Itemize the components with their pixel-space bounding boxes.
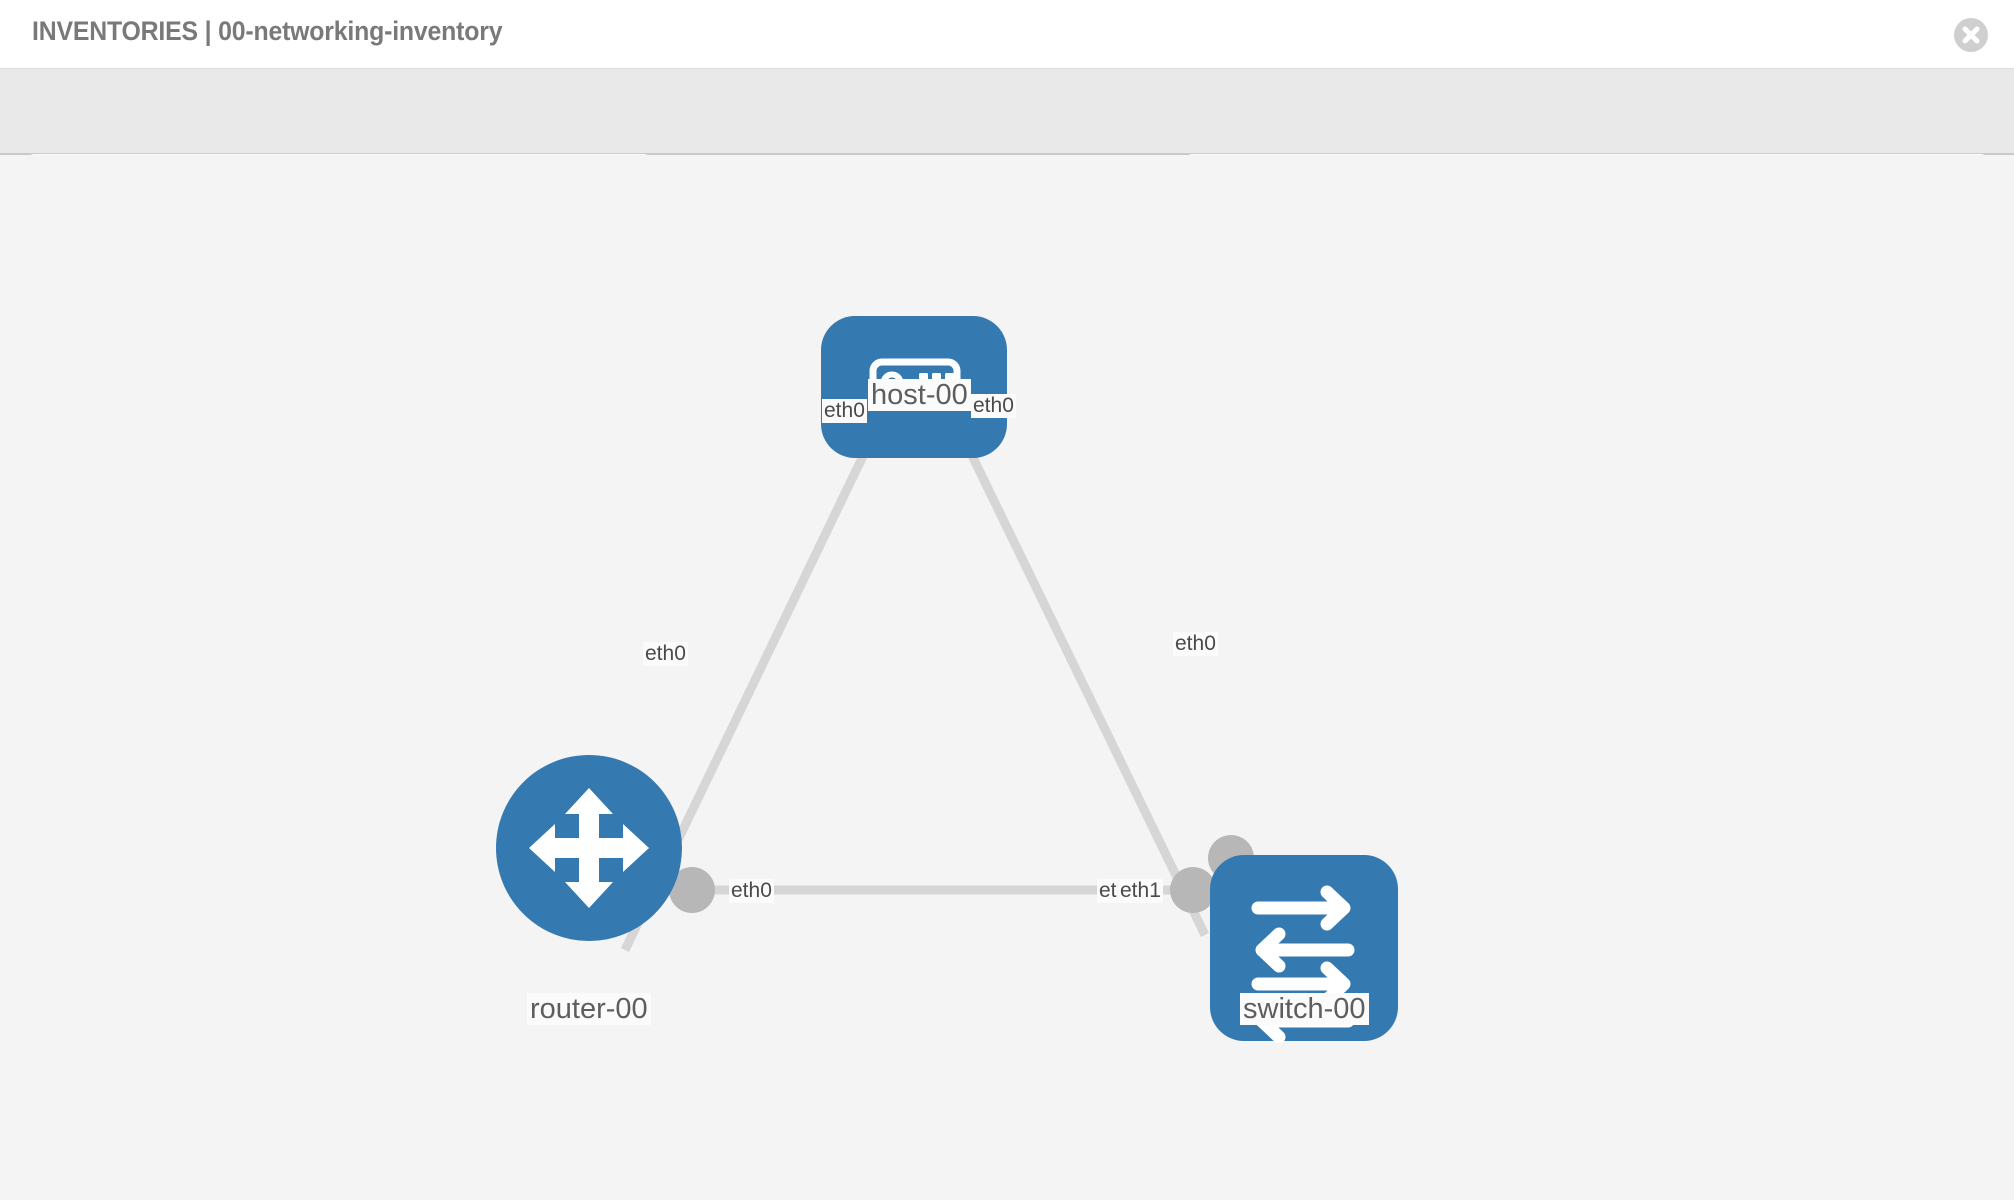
page-title: INVENTORIES | 00-networking-inventory xyxy=(32,16,503,46)
nub-router-right xyxy=(669,867,715,913)
close-icon[interactable] xyxy=(1954,18,1988,52)
iface-label-router-right: eth0 xyxy=(729,879,774,904)
link-host-switch xyxy=(940,398,1210,937)
node-label-switch-00: switch-00 xyxy=(1240,993,1369,1026)
node-router-00 xyxy=(496,755,682,941)
toolbar: ACTIONS SEARCH xyxy=(0,68,2014,208)
topology-graph xyxy=(496,316,1398,1044)
iface-label-host-left: eth0 xyxy=(822,399,867,424)
window-header: INVENTORIES | 00-networking-inventory xyxy=(0,0,2014,68)
router-four-arrows-icon xyxy=(529,788,649,908)
nub-switch-left xyxy=(1170,867,1216,913)
iface-label-switch-left-b: eth1 xyxy=(1118,879,1163,904)
iface-label-router-up: eth0 xyxy=(643,642,688,667)
topology-links xyxy=(620,398,1210,952)
node-label-host-00: host-00 xyxy=(868,379,971,412)
iface-label-host-right: eth0 xyxy=(971,394,1016,419)
iface-label-switch-up: eth0 xyxy=(1173,632,1218,657)
node-label-router-00: router-00 xyxy=(527,993,651,1026)
topology-canvas[interactable]: eth0 host-00 eth0 eth0 eth0 eth0 eth eth… xyxy=(0,155,2014,1200)
